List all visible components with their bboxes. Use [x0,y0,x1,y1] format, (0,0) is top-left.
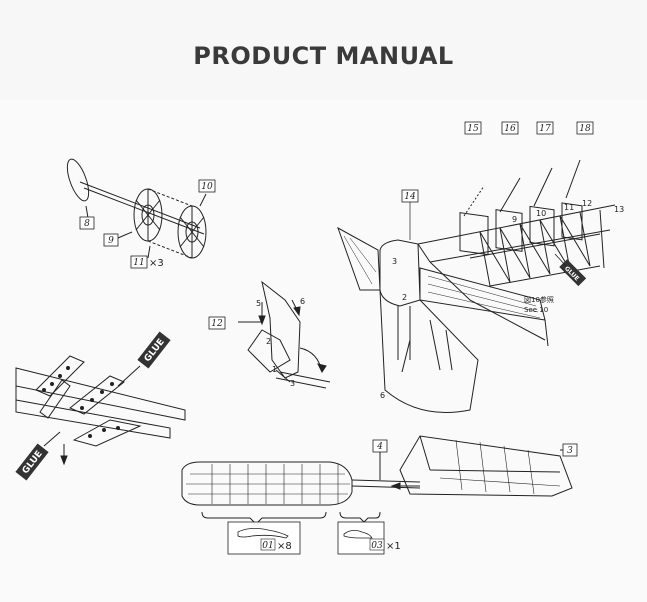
strut-mid [69,375,125,415]
part-label-14: 14 [401,189,419,240]
wing-lower [15,399,171,439]
part-label-12: 12 [208,316,226,330]
frame-15 [459,212,489,256]
step-6-label: 6 [300,297,305,306]
svg-text:11: 11 [133,258,144,268]
wing-upper [15,367,186,421]
svg-text:4: 4 [376,442,383,452]
see-note-cn: 図10参照 [524,295,554,304]
rib-part-01-box: 01 ×8 [227,521,301,555]
rib-01-icon [237,528,289,539]
step-3-label: 3 [290,379,295,388]
part-label-17: 17 [536,121,554,135]
glue-tag-left-bottom: GLUE [15,443,49,481]
tail-section [399,435,573,497]
wing-strut-section [15,355,186,466]
boom-top [417,204,616,245]
part-label-3: 3 [562,443,578,457]
hub-disc [66,158,90,202]
svg-text:18: 18 [579,124,591,134]
part-label-4: 4 [372,439,388,453]
frame-18 [561,202,583,241]
part-label-8: 8 [79,216,95,230]
seat-assembly [238,280,331,389]
lower-fuselage [379,289,479,413]
header-banner [0,0,647,100]
svg-text:8: 8 [84,219,90,229]
seat-back [261,280,301,379]
fuselage-num-12: 12 [582,199,592,208]
spar-rod [351,479,421,483]
svg-text:×1: ×1 [386,541,401,552]
part-label-9: 9 [103,233,119,247]
frame-17 [529,205,555,247]
svg-text:15: 15 [467,124,479,134]
axle-lower [83,187,205,235]
svg-text:17: 17 [539,124,551,134]
fuselage-num-2: 2 [402,293,407,302]
rib-03-icon [343,530,373,539]
step-1-label: 1 [272,365,277,374]
lower-wing-assembly [181,435,573,525]
frame-16 [495,209,523,252]
svg-text:×3: ×3 [149,258,164,269]
seat-strut [279,371,331,383]
part-label-10: 10 [198,179,216,193]
svg-text:12: 12 [211,319,223,329]
fuselage-assembly [337,159,616,413]
svg-text:×8: ×8 [277,541,292,552]
svg-text:3: 3 [567,446,573,456]
svg-text:03: 03 [371,541,383,551]
rudder-panel [337,226,381,291]
page-title: PRODUCT MANUAL [193,42,454,70]
fuselage-num-9: 9 [512,215,517,224]
wheel-assembly [66,158,207,259]
part-label-16: 16 [501,121,519,135]
glue-tag-left-top: GLUE [137,331,171,369]
part-label-18: 18 [576,121,594,135]
svg-text:01: 01 [262,541,273,551]
step-5-label: 5 [256,299,261,308]
svg-text:16: 16 [504,124,516,134]
fuselage-num-13: 13 [614,205,624,214]
seat-base [247,329,291,373]
diagram-background [0,100,647,602]
svg-text:GLUE: GLUE [563,265,580,282]
fuselage-num-3: 3 [392,257,397,266]
part-label-15: 15 [464,121,482,135]
part-label-11: 11 ×3 [130,255,164,269]
svg-text:14: 14 [404,192,416,202]
nose-cowl [379,239,421,307]
see-note: 図10参照 See 10 [524,295,554,314]
strut-base [72,419,142,447]
see-note-en: See 10 [524,306,548,314]
step-2-label: 2 [266,337,271,346]
wing-panel [181,461,353,506]
fuselage-num-11: 11 [564,203,574,212]
svg-text:10: 10 [201,182,213,192]
fuselage-num-6: 6 [380,391,385,400]
strut-left [35,355,85,397]
fuselage-num-10: 10 [536,209,546,218]
rib-part-03-box: 03 ×1 [337,521,401,555]
svg-text:9: 9 [108,236,114,246]
